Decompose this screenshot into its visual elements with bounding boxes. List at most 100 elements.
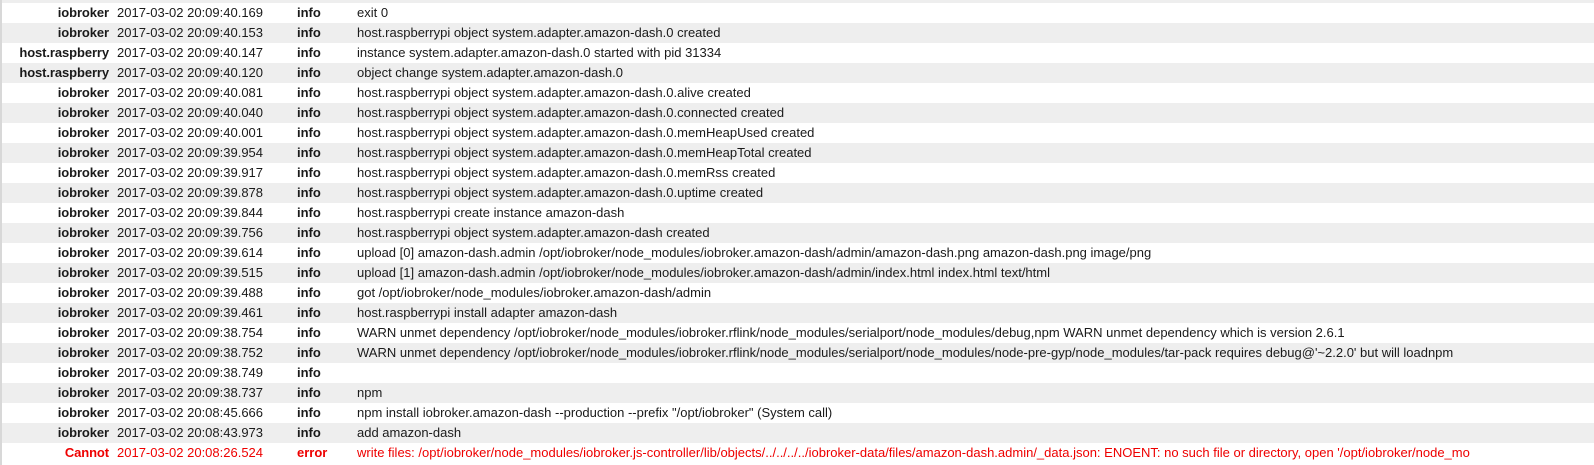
log-row-severity: info: [297, 245, 321, 260]
log-row-source: iobroker: [57, 345, 109, 360]
log-row-source: Cannot: [64, 445, 109, 460]
log-row-message-text: add amazon-dash: [357, 425, 462, 440]
log-row-source: iobroker: [57, 265, 109, 280]
log-row-timestamp: 2017-03-02 20:08:26.524: [117, 445, 264, 460]
log-row-severity: info: [297, 385, 321, 400]
log-row-message: host.raspberrypi object system.adapter.a…: [357, 163, 1594, 183]
log-row-timestamp: 2017-03-02 20:09:39.878: [117, 185, 264, 200]
log-row-timestamp: 2017-03-02 20:09:39.461: [117, 305, 264, 320]
log-row-severity: info: [297, 25, 321, 40]
log-top-strip: [2, 0, 1594, 3]
log-row-severity: info: [297, 165, 321, 180]
log-row-timestamp: 2017-03-02 20:09:38.749: [117, 365, 264, 380]
log-row-message: npm: [357, 383, 1594, 403]
log-row-severity: info: [297, 425, 321, 440]
log-row-source: iobroker: [57, 165, 109, 180]
log-row-message-text: upload [0] amazon-dash.admin /opt/iobrok…: [357, 245, 1152, 260]
log-row-message-text: WARN unmet dependency /opt/iobroker/node…: [357, 345, 1454, 360]
log-row-message-text: host.raspberrypi object system.adapter.a…: [357, 125, 815, 140]
log-row[interactable]: iobroker 2017-03-02 20:09:39.488 info got /…: [2, 283, 1594, 303]
log-row-source: host.raspberry: [19, 45, 109, 60]
log-row-source: iobroker: [57, 5, 109, 20]
log-row-message: WARN unmet dependency /opt/iobroker/node…: [357, 343, 1594, 363]
log-row-source: iobroker: [57, 125, 109, 140]
log-row-message-text: write files: /opt/iobroker/node_modules/…: [357, 445, 1470, 460]
log-row-source: iobroker: [57, 145, 109, 160]
log-row-severity: error: [297, 445, 328, 460]
log-row-timestamp: 2017-03-02 20:09:39.954: [117, 145, 264, 160]
log-row-timestamp: 2017-03-02 20:09:39.756: [117, 225, 264, 240]
log-row-message-text: upload [1] amazon-dash.admin /opt/iobrok…: [357, 265, 1050, 280]
log-row-timestamp: 2017-03-02 20:09:39.917: [117, 165, 264, 180]
log-row-source: iobroker: [57, 325, 109, 340]
log-row-source: iobroker: [57, 25, 109, 40]
log-row-severity: info: [297, 345, 321, 360]
log-row-severity: info: [297, 45, 321, 60]
log-row-message: upload [1] amazon-dash.admin /opt/iobrok…: [357, 263, 1594, 283]
log-row-timestamp: 2017-03-02 20:09:40.040: [117, 105, 264, 120]
log-row-message-text: host.raspberrypi object system.adapter.a…: [357, 85, 751, 100]
log-row-message-text: WARN unmet dependency /opt/iobroker/node…: [357, 325, 1345, 340]
log-row-message-text: exit 0: [357, 5, 389, 20]
log-row-message-text: host.raspberrypi object system.adapter.a…: [357, 165, 776, 180]
log-row-timestamp: 2017-03-02 20:09:39.488: [117, 285, 264, 300]
log-row-message-text: host.raspberrypi object system.adapter.a…: [357, 185, 764, 200]
log-row-message: host.raspberrypi object system.adapter.a…: [357, 123, 1594, 143]
log-row-severity: info: [297, 285, 321, 300]
log-row-timestamp: 2017-03-02 20:08:45.666: [117, 405, 264, 420]
log-row[interactable]: iobroker 2017-03-02 20:09:39.917 info host.…: [2, 163, 1594, 183]
log-row-message-text: host.raspberrypi object system.adapter.a…: [357, 145, 812, 160]
log-row-message: host.raspberrypi object system.adapter.a…: [357, 23, 1594, 43]
log-row-severity: info: [297, 325, 321, 340]
log-row-source: iobroker: [57, 365, 109, 380]
log-row-message-text: object change system.adapter.amazon-dash…: [357, 65, 623, 80]
log-row-timestamp: 2017-03-02 20:09:39.515: [117, 265, 264, 280]
log-row-message: got /opt/iobroker/node_modules/iobroker.…: [357, 283, 1594, 303]
log-row-message-text: host.raspberrypi object system.adapter.a…: [357, 25, 721, 40]
log-row-message-text: instance system.adapter.amazon-dash.0 st…: [357, 45, 722, 60]
log-row-severity: info: [297, 105, 321, 120]
log-row-message: write files: /opt/iobroker/node_modules/…: [357, 443, 1594, 463]
log-row-message: add amazon-dash: [357, 423, 1594, 443]
log-row-message: WARN unmet dependency /opt/iobroker/node…: [357, 323, 1594, 343]
log-row-source: iobroker: [57, 425, 109, 440]
log-row-source: iobroker: [57, 105, 109, 120]
log-row-message: host.raspberrypi object system.adapter.a…: [357, 183, 1594, 203]
log-row[interactable]: Cannot 2017-03-02 20:08:26.524 error write …: [2, 443, 1594, 463]
log-row-source: iobroker: [57, 205, 109, 220]
log-row-source: iobroker: [57, 385, 109, 400]
log-row-severity: info: [297, 405, 321, 420]
log-row-message: object change system.adapter.amazon-dash…: [357, 63, 1594, 83]
log-row-timestamp: 2017-03-02 20:09:39.614: [117, 245, 264, 260]
log-row-message-text: npm install iobroker.amazon-dash --produ…: [357, 405, 833, 420]
log-row-message-text: host.raspberrypi install adapter amazon-…: [357, 305, 618, 320]
log-row-message-text: host.raspberrypi object system.adapter.a…: [357, 225, 710, 240]
log-row-severity: info: [297, 225, 321, 240]
log-row-message: host.raspberrypi install adapter amazon-…: [357, 303, 1594, 323]
log-row-severity: info: [297, 5, 321, 20]
log-row-source: iobroker: [57, 285, 109, 300]
